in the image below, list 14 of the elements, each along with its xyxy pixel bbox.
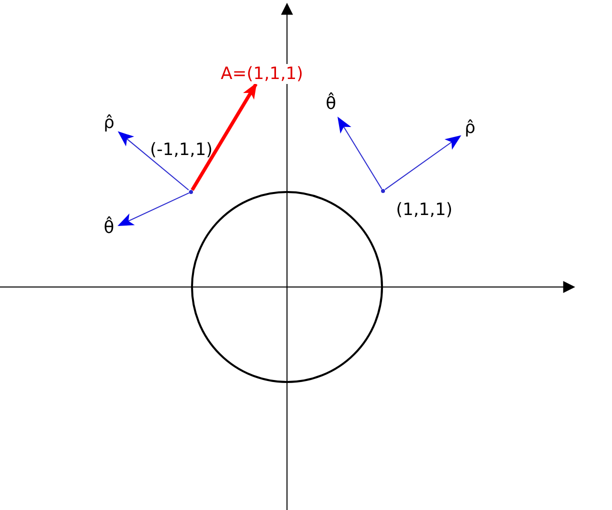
point-coordinates: (-1,1,1) — [150, 140, 213, 160]
point-coordinates: (1,1,1) — [396, 200, 453, 220]
vector-label: θ̂ — [321, 94, 341, 118]
unit-circle — [191, 191, 383, 383]
vector-origin-dot — [381, 189, 385, 193]
vector-arrow — [118, 131, 190, 190]
vector-label: θ̂ — [99, 218, 119, 242]
vector-label: ρ̂ — [99, 113, 119, 135]
vector-arrow — [118, 192, 190, 226]
vector-label: ρ̂ — [460, 118, 480, 140]
vector-arrow — [384, 135, 462, 190]
vector-origin-dot — [189, 190, 193, 194]
vector-arrow — [190, 82, 258, 191]
vector-arrow — [338, 116, 382, 190]
